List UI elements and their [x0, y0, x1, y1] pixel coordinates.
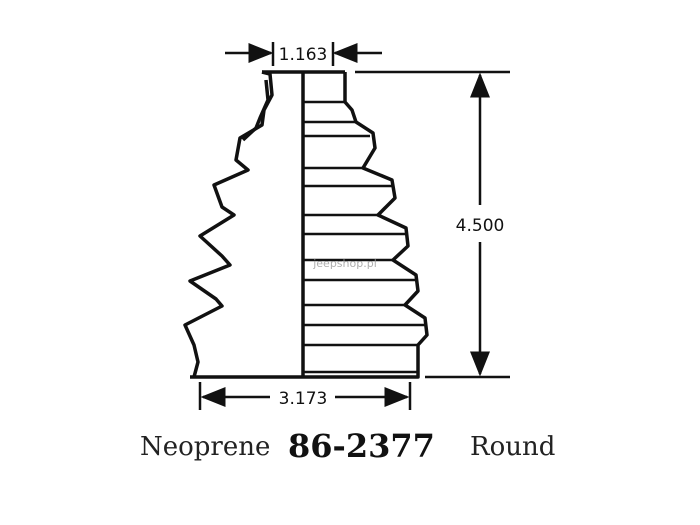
material-label: Neoprene: [140, 432, 271, 462]
height-label: 4.500: [456, 216, 505, 236]
part-number: 86-2377: [288, 427, 435, 465]
boot-section-right: [262, 70, 429, 379]
height-dimension: [355, 70, 510, 379]
watermark: jeepshop.pl: [312, 257, 377, 270]
shape-label: Round: [470, 432, 556, 462]
bottom-width-dimension: [198, 382, 412, 410]
top-width-dimension: [225, 42, 382, 66]
boot-section-left: [183, 70, 303, 379]
bottom-width-label: 3.173: [279, 389, 328, 409]
top-width-label: 1.163: [279, 45, 328, 65]
